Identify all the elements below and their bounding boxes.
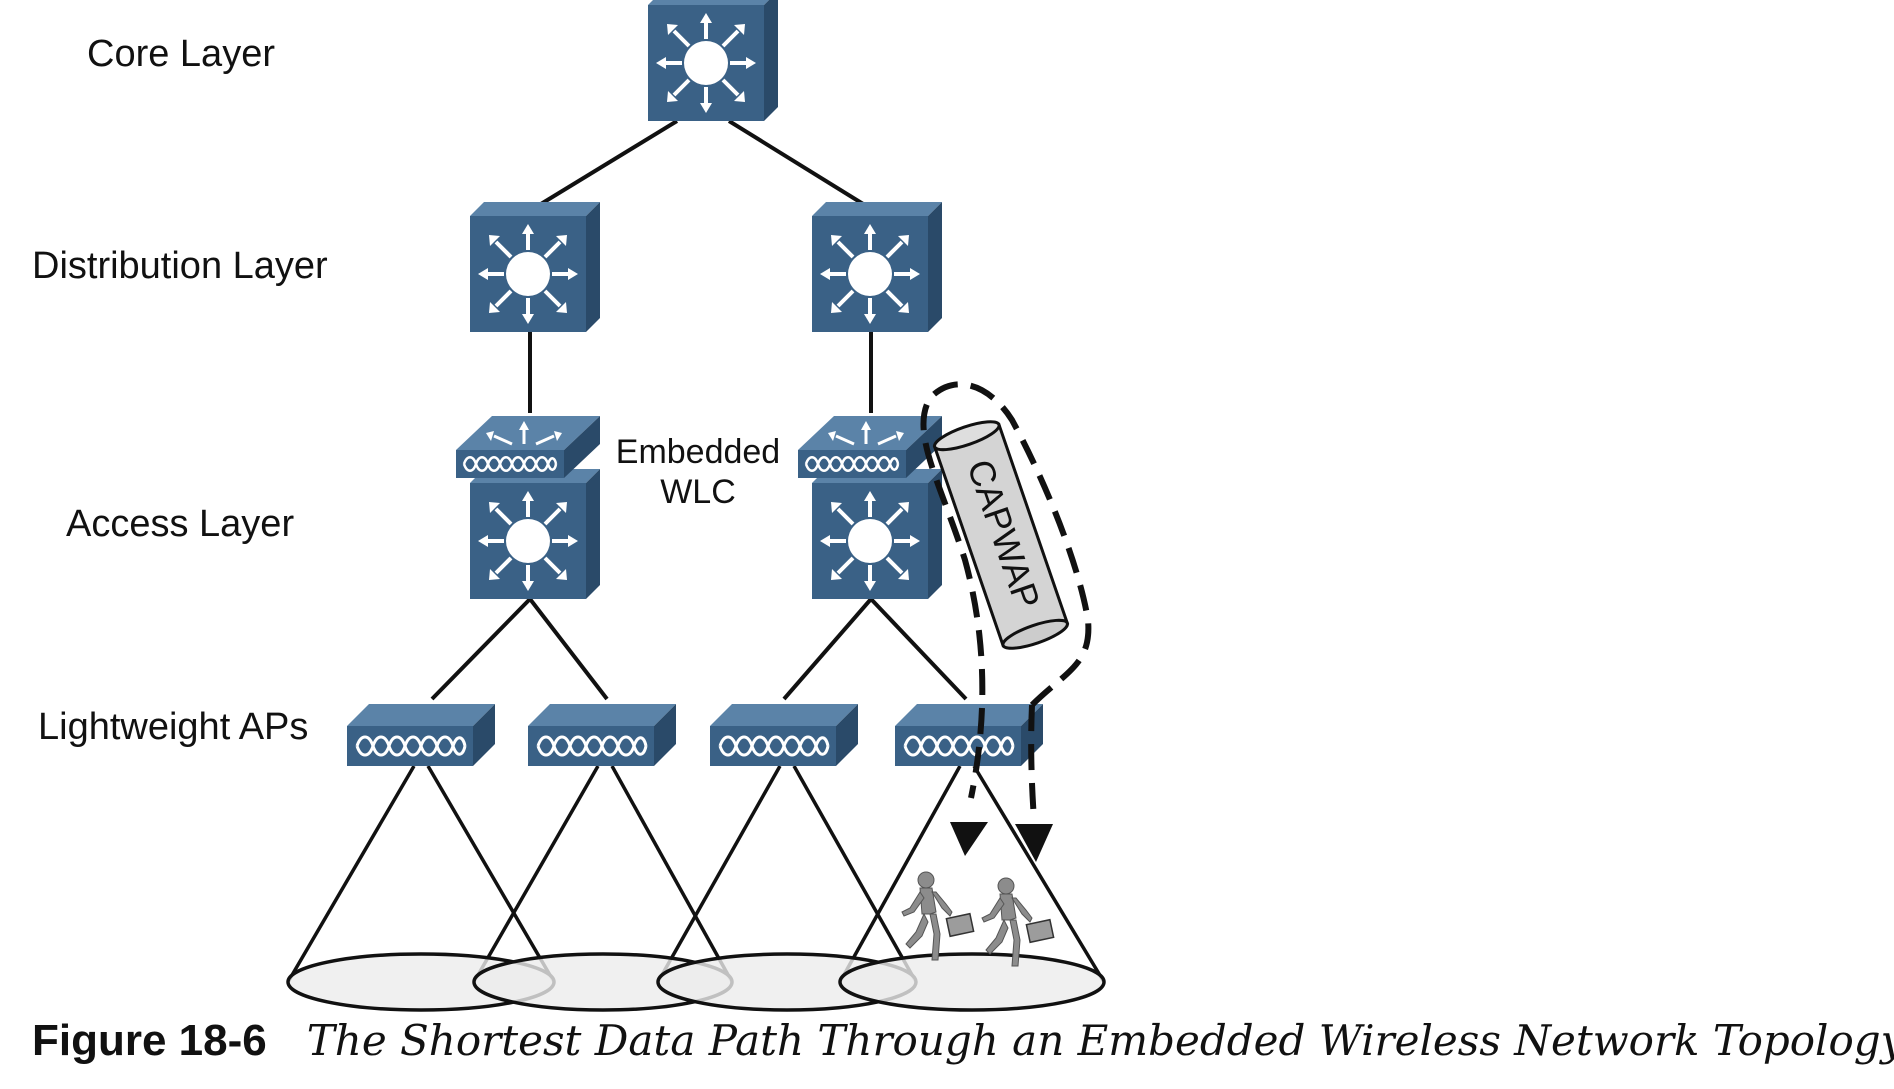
coverage-cone-ap3	[656, 765, 918, 983]
figure-caption: Figure 18-6 The Shortest Data Path Throug…	[32, 1016, 1894, 1068]
access-layer-label: Access Layer	[66, 503, 295, 545]
lightweight-aps-label: Lightweight APs	[38, 706, 309, 748]
data-path	[920, 381, 1092, 821]
lightweight-ap-3-icon	[708, 702, 860, 768]
embedded-wlc-label: Embedded WLC	[598, 432, 798, 512]
distribution-switch-left-icon	[468, 200, 602, 334]
link-access-right-to-ap4	[869, 597, 968, 701]
data-path-to-user-2	[1028, 704, 1037, 821]
link-access-left-to-ap1	[430, 597, 532, 701]
coverage-cells	[286, 765, 1106, 1012]
capwap-tunnel: CAPWAP	[932, 420, 1070, 650]
embedded-wlc-label-line2: WLC	[660, 473, 736, 511]
access-switch-left-icon	[468, 467, 602, 601]
embedded-wlc-left-icon	[454, 414, 602, 480]
figure-title: The Shortest Data Path Through an Embedd…	[306, 1016, 1894, 1065]
data-path-arrow-2	[1015, 824, 1053, 862]
embedded-wlc-right-icon	[796, 414, 944, 480]
coverage-cone-ap2	[472, 765, 734, 983]
topology-links	[430, 119, 968, 701]
access-switch-right-icon	[810, 467, 944, 601]
coverage-area-ap4	[838, 952, 1106, 1012]
link-core-to-dist-left	[534, 119, 679, 209]
core-switch-icon	[646, 0, 780, 123]
data-path-outer	[920, 381, 1092, 799]
embedded-wlc-label-line1: Embedded	[615, 433, 781, 471]
walking-user-1-icon	[901, 871, 975, 961]
data-path-arrow-1	[950, 822, 988, 856]
distribution-switch-right-icon	[810, 200, 944, 334]
core-layer-label: Core Layer	[87, 33, 275, 75]
coverage-cone-ap4	[838, 765, 1106, 983]
distribution-layer-label: Distribution Layer	[32, 245, 328, 287]
lightweight-ap-4-icon	[893, 702, 1045, 768]
link-access-left-to-ap2	[528, 597, 609, 701]
lightweight-ap-1-icon	[345, 702, 497, 768]
figure-number: Figure 18-6	[32, 1016, 267, 1065]
coverage-cone-ap1	[286, 765, 556, 983]
link-access-right-to-ap3	[782, 597, 873, 701]
link-core-to-dist-right	[727, 119, 870, 209]
lightweight-ap-2-icon	[526, 702, 678, 768]
